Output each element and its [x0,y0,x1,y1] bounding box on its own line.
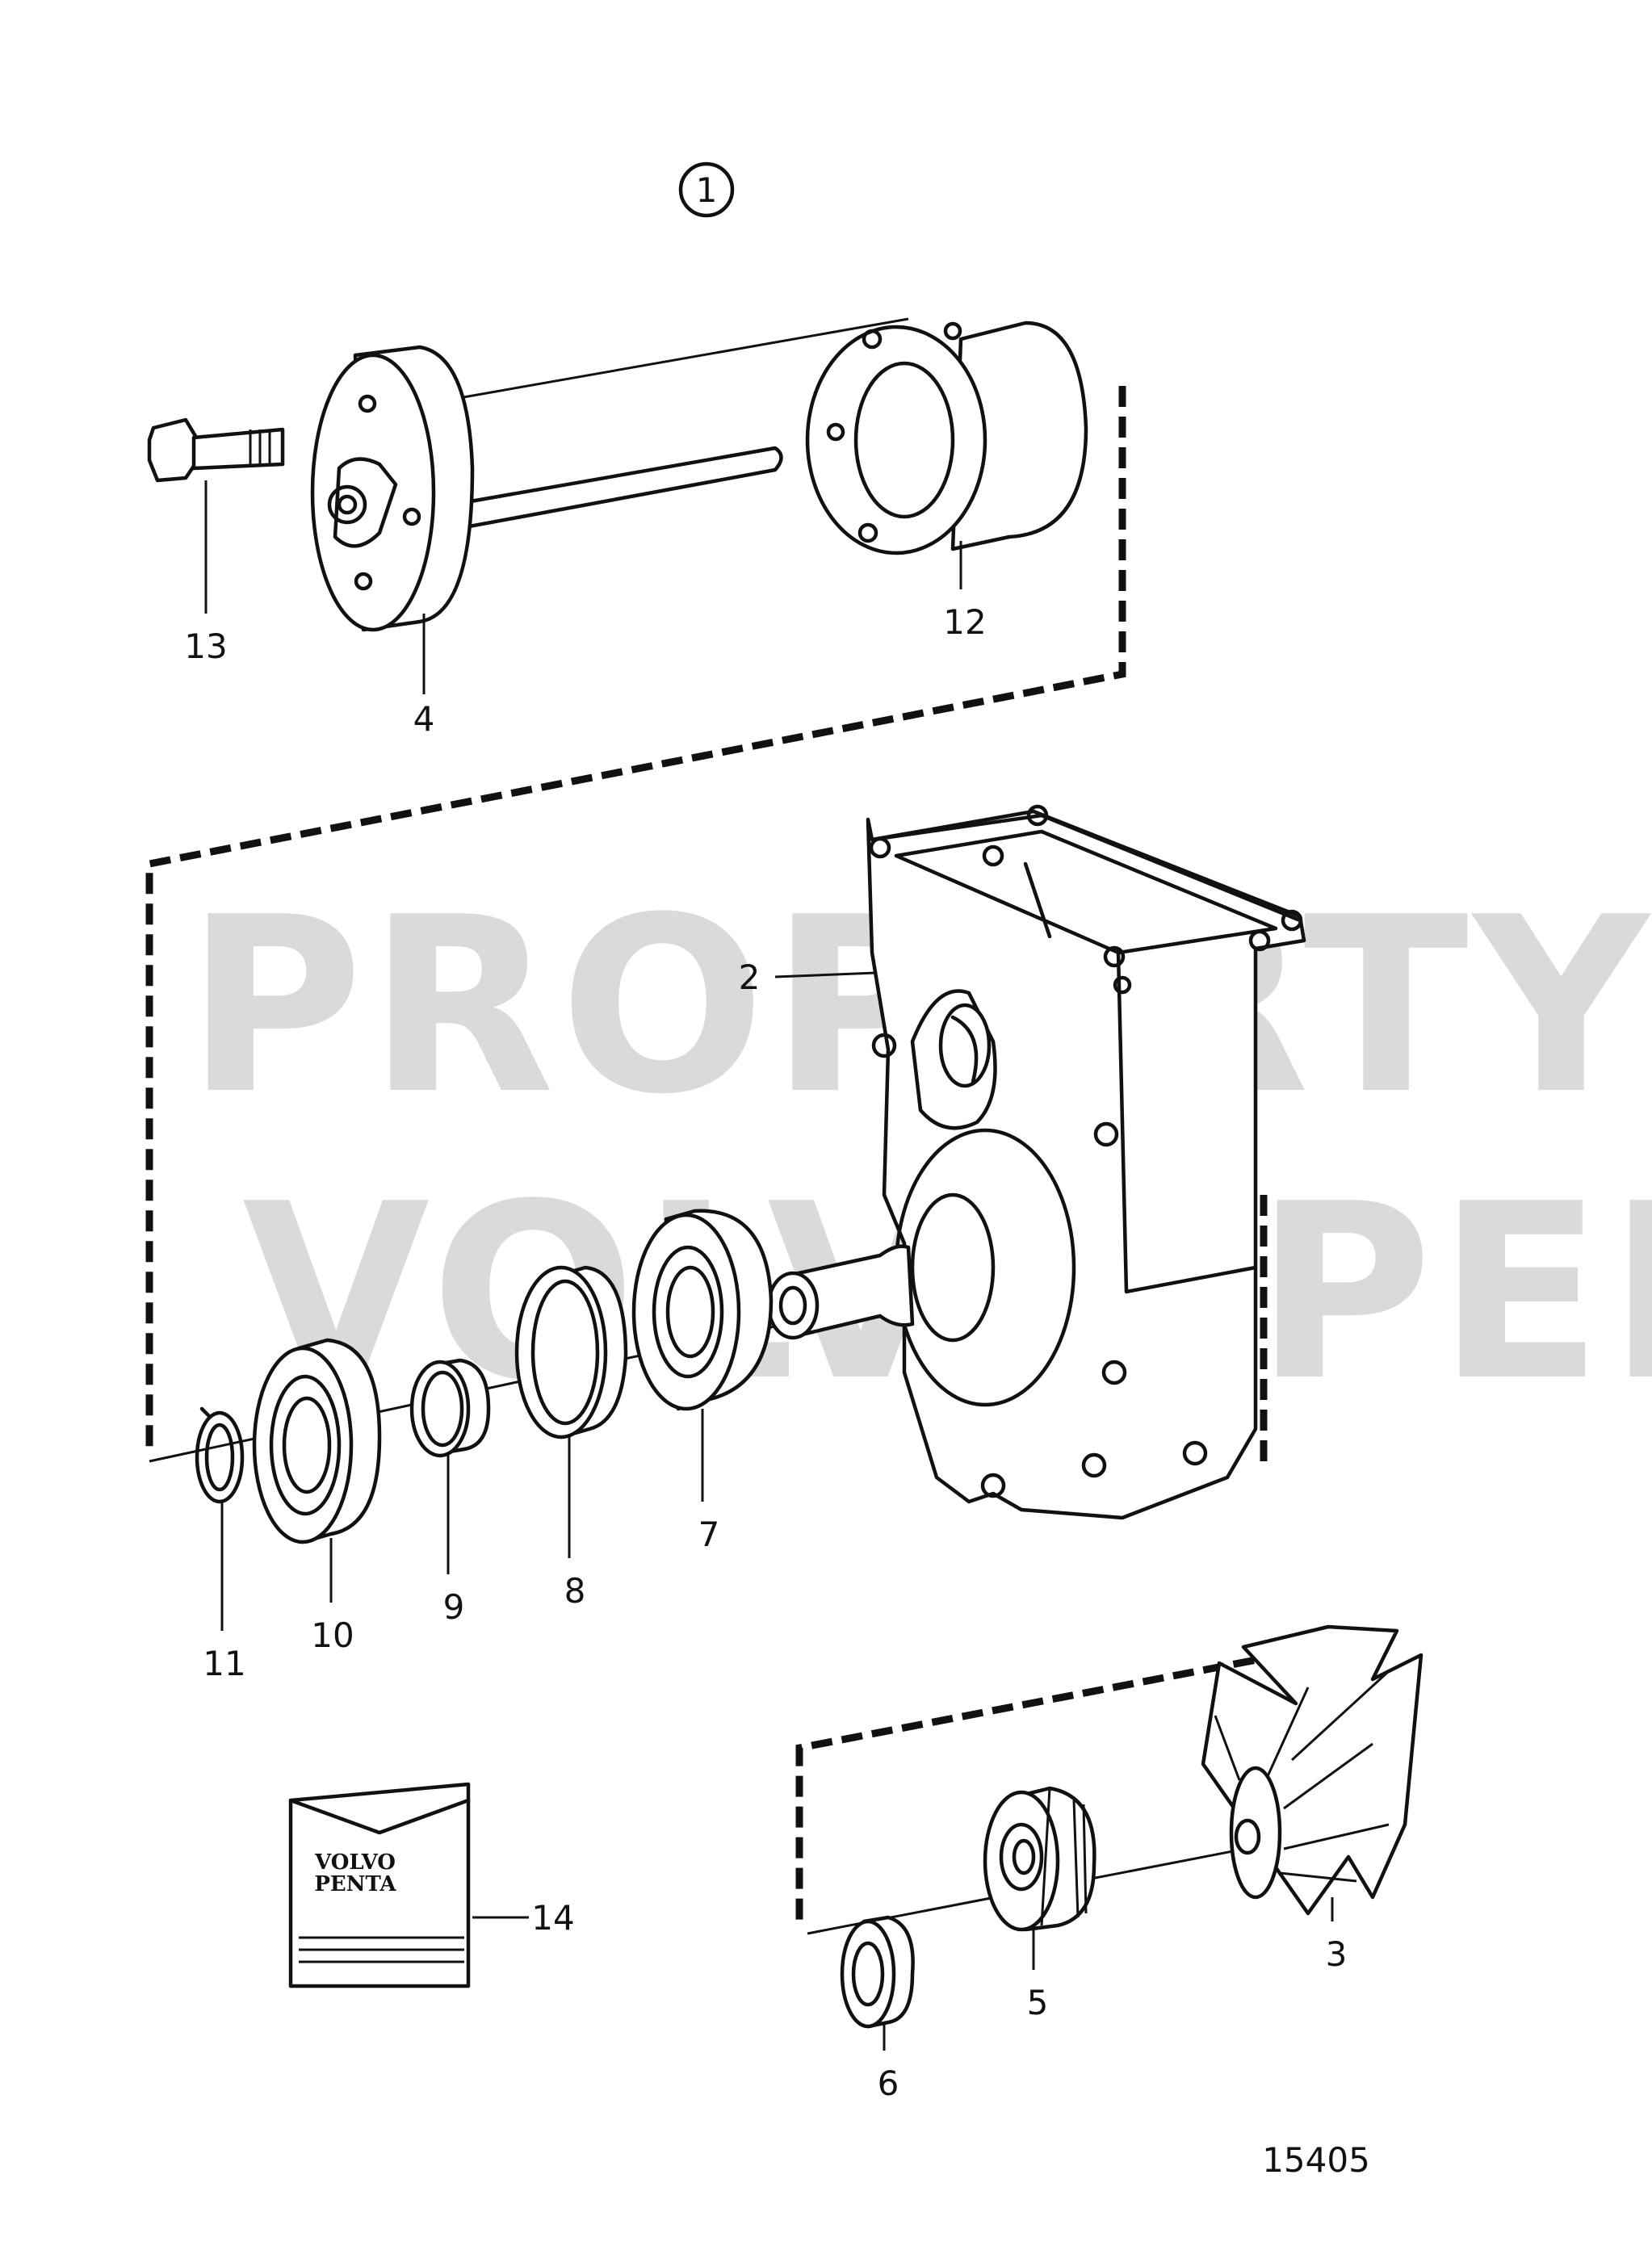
puller-tool-group [145,317,1126,1453]
callout-14: 14 [531,1898,574,1938]
callout-5: 5 [1027,1983,1049,2022]
packet-brand-line2: PENTA [314,1872,396,1896]
assembly-number-badge: 1 [678,161,735,218]
callout-13: 13 [184,626,227,666]
callout-2: 2 [739,958,761,997]
callout-12: 12 [943,602,986,642]
callout-10: 10 [311,1615,354,1655]
callout-11: 11 [203,1644,245,1683]
part-12-sleeve [805,321,1088,555]
part-14-parts-packet: VOLVO PENTA [288,1782,529,1988]
part-7-bearing [631,1209,774,1411]
impeller-group [795,1624,1423,2051]
top-dashed-bracket [145,386,1126,1453]
packet-brand-line1: VOLVO [314,1850,396,1875]
bottom-dashed-bracket [795,1639,1345,1921]
callout-6: 6 [878,2064,899,2103]
drawing-number: 15405 [1262,2140,1370,2180]
callout-3: 3 [1326,1934,1348,1974]
part-8-spacer [514,1265,628,1439]
callout-4: 4 [413,699,435,739]
part-2-housing [866,804,1306,1520]
part-11-circlip [195,1406,245,1504]
callout-8: 8 [564,1571,586,1611]
part-10-bearing [252,1338,382,1544]
part-3-impeller [1201,1624,1423,1916]
callout-9: 9 [443,1587,465,1627]
callout-7: 7 [698,1515,720,1554]
part-13-bolt [147,417,285,483]
callout-labels: 2 3 4 5 6 7 8 9 10 11 12 13 14 [184,602,1347,2103]
part-9-ring [409,1358,491,1458]
gear-housing-group [149,804,1306,1631]
part-5-bushing [983,1786,1096,1932]
assembly-number: 1 [696,170,718,210]
part-4-puller-body [310,345,475,632]
part-6-bearing [840,1915,915,2029]
